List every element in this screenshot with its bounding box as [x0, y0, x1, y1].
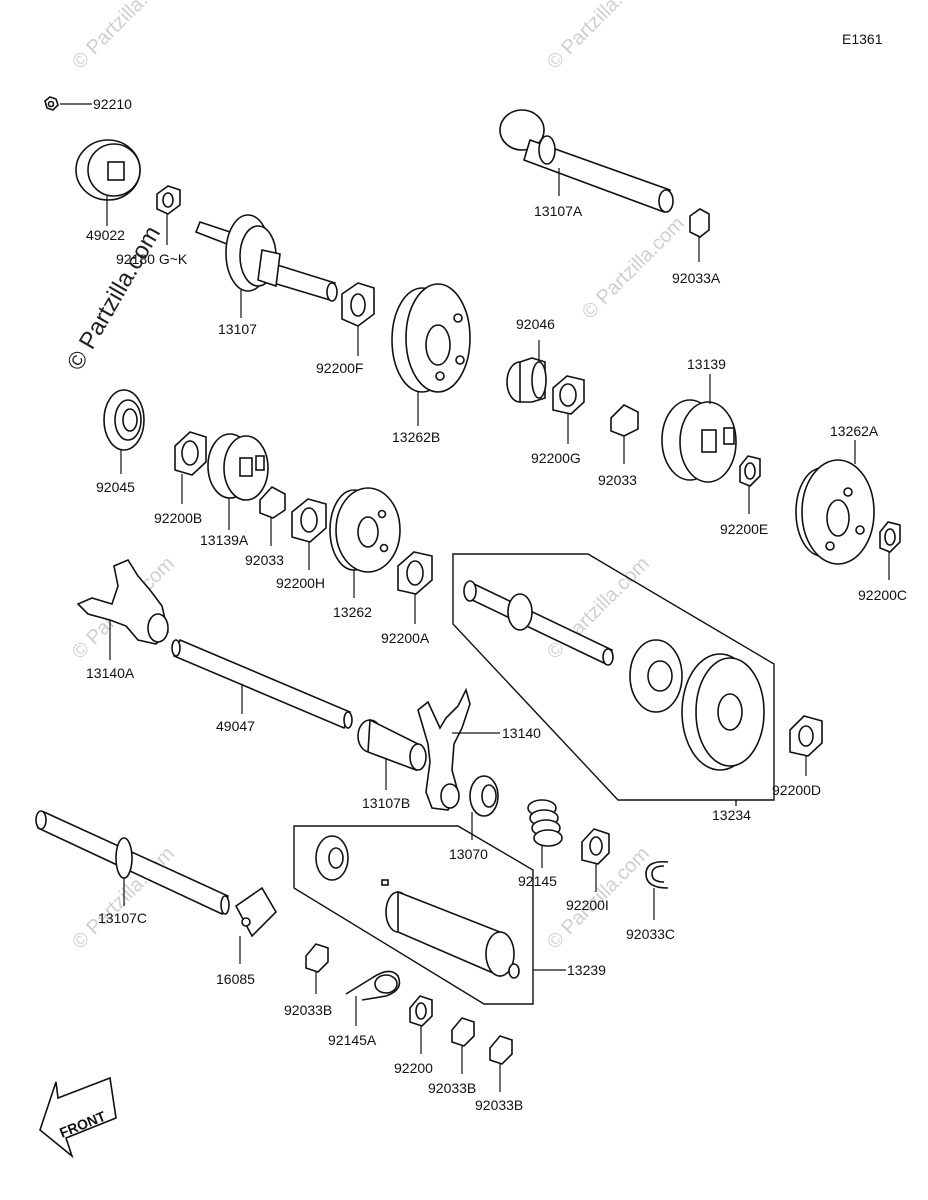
part-92200B-washer[interactable]	[174, 431, 207, 476]
watermark: © Partzilla.com	[68, 0, 179, 74]
callout-13107C: 13107C	[98, 910, 147, 926]
part-92045-bearing[interactable]	[103, 389, 145, 451]
callout-92045: 92045	[96, 479, 135, 495]
part-13139-gear[interactable]	[661, 399, 737, 483]
assembly-frame-13239	[293, 825, 534, 1005]
callout-92200F: 92200F	[316, 360, 363, 376]
callout-92033: 92033	[598, 472, 637, 488]
callout-92033C: 92033C	[626, 926, 675, 942]
watermark: © Partzilla.com	[543, 0, 654, 74]
part-13107-shaft[interactable]	[194, 214, 338, 302]
part-92200C-washer[interactable]	[879, 521, 901, 553]
callout-92033-lower: 92033	[245, 552, 284, 568]
callout-16085: 16085	[216, 971, 255, 987]
callout-92145: 92145	[518, 873, 557, 889]
part-92033C-clip[interactable]	[645, 860, 669, 889]
part-92200H-washer[interactable]	[291, 498, 327, 543]
callout-92200G: 92200G	[531, 450, 581, 466]
callout-13239: 13239	[567, 962, 606, 978]
part-92200A-washer[interactable]	[397, 551, 433, 595]
callout-13107A: 13107A	[534, 203, 583, 219]
part-92033A-circlip[interactable]	[689, 208, 710, 238]
part-92210-nut[interactable]	[44, 96, 59, 111]
callout-13070: 13070	[449, 846, 488, 862]
part-13262B-gear[interactable]	[391, 283, 471, 393]
callout-92200: 92200	[394, 1060, 433, 1076]
part-92200F-washer[interactable]	[341, 282, 375, 327]
part-13262A-gear[interactable]	[795, 459, 875, 565]
callout-49047: 49047	[216, 718, 255, 734]
callout-92200E: 92200E	[720, 521, 768, 537]
callout-13234: 13234	[712, 807, 751, 823]
part-13234-output-shaft[interactable]	[463, 580, 765, 771]
part-13140A-shift-fork[interactable]	[76, 558, 169, 645]
part-92200D-washer[interactable]	[789, 715, 823, 757]
callout-92200I: 92200I	[566, 897, 609, 913]
part-92145A-spring[interactable]	[345, 970, 401, 1001]
part-92046-bushing[interactable]	[506, 357, 547, 403]
part-92033B-clip[interactable]	[451, 1017, 475, 1047]
callout-13107: 13107	[218, 321, 257, 337]
part-92180-washer[interactable]	[156, 185, 181, 215]
part-16085-sector[interactable]	[234, 886, 278, 938]
callout-92200C: 92200C	[858, 587, 907, 603]
watermark: © Partzilla.com	[578, 213, 689, 324]
callout-92180: 92180 G~K	[116, 251, 188, 267]
front-arrow-icon: FRONT	[39, 1076, 117, 1159]
part-92033-circlip[interactable]	[610, 404, 639, 437]
diagram-code: E1361	[842, 31, 883, 47]
part-92033-circlip[interactable]	[259, 486, 286, 519]
part-92033B-clip[interactable]	[305, 943, 329, 973]
callout-13139A: 13139A	[200, 532, 249, 548]
part-13107B-sleeve[interactable]	[357, 718, 427, 772]
callout-13262: 13262	[333, 604, 372, 620]
callout-13262A: 13262A	[830, 423, 879, 439]
part-92033B-clip[interactable]	[489, 1035, 513, 1065]
callout-92200D: 92200D	[772, 782, 821, 798]
callout-92145A: 92145A	[328, 1032, 377, 1048]
callout-13140: 13140	[502, 725, 541, 741]
callout-92200A: 92200A	[381, 630, 430, 646]
callout-92210: 92210	[93, 96, 132, 112]
part-13140-shift-fork[interactable]	[417, 687, 471, 811]
callout-92033A: 92033A	[672, 270, 721, 286]
callout-92200H: 92200H	[276, 575, 325, 591]
part-92145-spring[interactable]	[527, 799, 563, 847]
part-49022-gear[interactable]	[75, 139, 141, 201]
callout-13139: 13139	[687, 356, 726, 372]
part-92200I-washer[interactable]	[581, 828, 610, 865]
callout-92033B: 92033B	[284, 1002, 332, 1018]
callout-92046: 92046	[516, 316, 555, 332]
part-13139A-gear[interactable]	[207, 433, 269, 501]
callout-13140A: 13140A	[86, 665, 135, 681]
callout-92033B-middle: 92033B	[428, 1080, 476, 1096]
part-92200E-washer[interactable]	[739, 455, 761, 487]
callout-13107B: 13107B	[362, 795, 410, 811]
part-92200G-washer[interactable]	[552, 375, 585, 415]
part-92200-washer[interactable]	[409, 995, 433, 1027]
callout-49022: 49022	[86, 227, 125, 243]
watermark-main: © Partzilla.com	[62, 221, 166, 375]
assembly-frame-13234	[452, 553, 775, 801]
part-13070-guide[interactable]	[469, 775, 499, 817]
part-13107A-shaft[interactable]	[499, 109, 674, 214]
callout-92200B: 92200B	[154, 510, 202, 526]
part-49047-rod[interactable]	[171, 638, 353, 730]
part-13262-gear[interactable]	[329, 487, 401, 573]
callout-13262B: 13262B	[392, 429, 440, 445]
part-13107C-shaft[interactable]	[35, 810, 230, 916]
part-13239-shift-drum[interactable]	[315, 835, 520, 979]
callout-92033B-right: 92033B	[475, 1097, 523, 1113]
